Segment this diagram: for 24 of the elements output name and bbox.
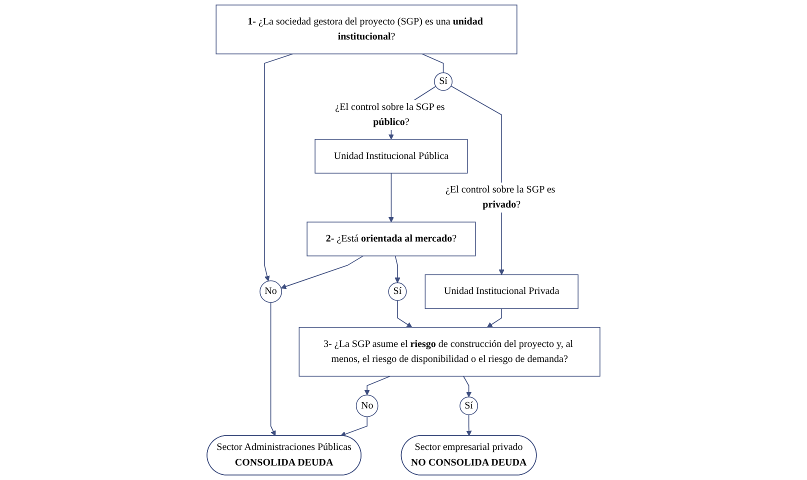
node-circle: Sí [388, 282, 407, 301]
node-box: 2- ¿Está orientada al mercado? [306, 222, 476, 256]
node-circle: Sí [460, 396, 478, 416]
arrow [463, 376, 472, 398]
node-circle: No [260, 280, 282, 303]
edge-label: ¿El control sobre la SGP es público? [335, 102, 445, 128]
node-box: 1- ¿La sociedad gestora del proyecto (SGP) es una unidad institucional? [216, 4, 518, 54]
node-box: 3- ¿La SGP asume el riesgo de construcción del proyecto y, al menos, el riesgo de disponibilidad o el riesgo de demanda? [298, 326, 600, 377]
arrow [388, 172, 394, 222]
arrow [340, 416, 368, 437]
arrow [280, 256, 364, 290]
arrow [264, 53, 294, 282]
node-box: Unidad Institucional Pública [314, 138, 468, 174]
node-circle: Sí [434, 72, 453, 91]
arrow [466, 414, 472, 436]
arrow [397, 300, 412, 328]
node-box: Unidad Institucional Privada [424, 274, 578, 309]
edge-label: ¿El control sobre la SGP es privado? [446, 184, 556, 210]
connector [422, 53, 444, 74]
node-circle: No [356, 394, 378, 418]
arrow [270, 302, 276, 436]
arrow [394, 256, 400, 283]
arrow [486, 308, 502, 328]
arrow [364, 376, 390, 396]
